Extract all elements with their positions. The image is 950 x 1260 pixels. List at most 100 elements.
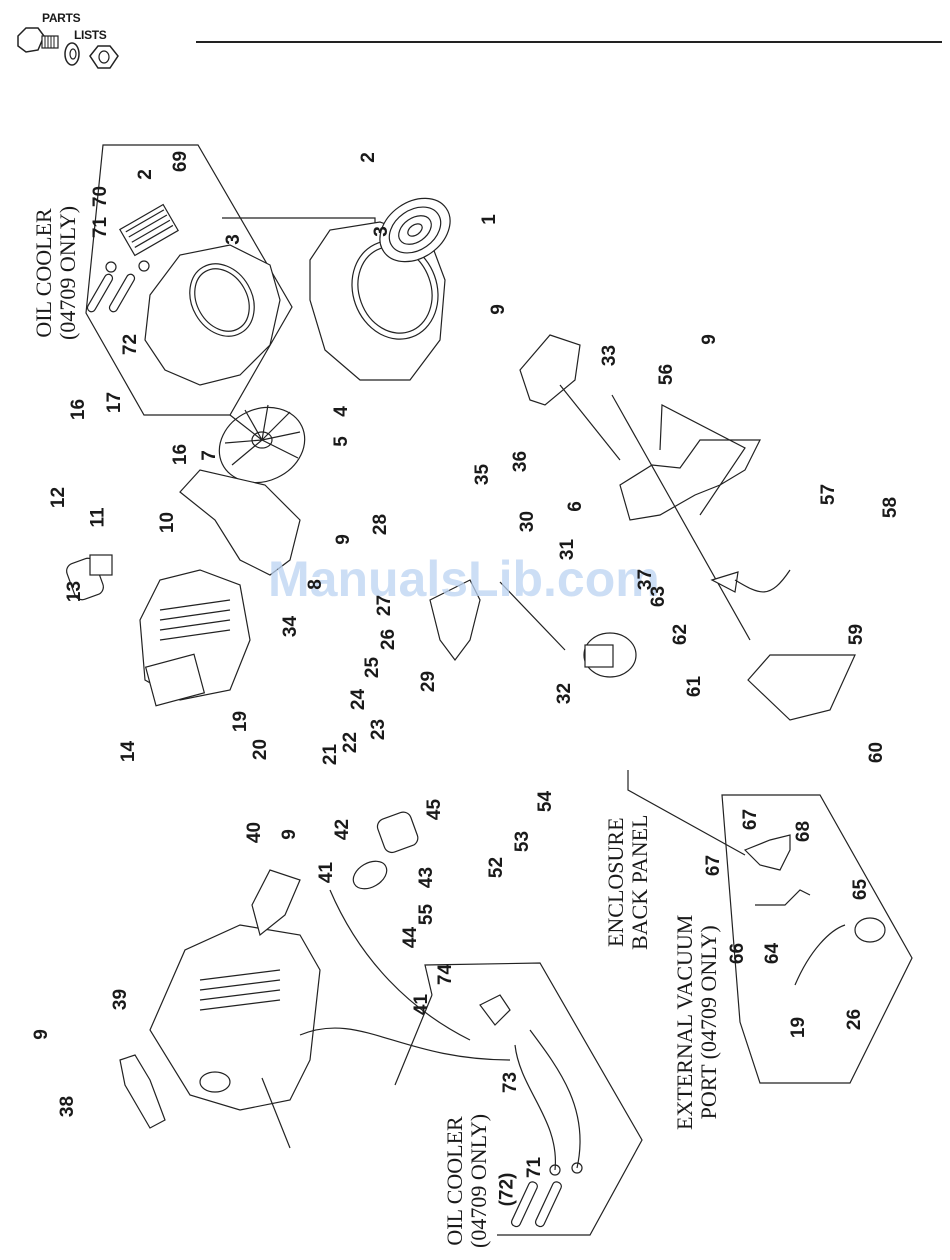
oil-line-2 [299, 1027, 511, 1061]
starter-motor-part [66, 554, 113, 601]
callout: 30 [517, 510, 539, 533]
callout: 22 [340, 731, 362, 754]
callout: 43 [416, 866, 438, 889]
callout: 27 [374, 594, 396, 617]
vacuum-port-outline [721, 794, 913, 1084]
callout: 19 [230, 710, 252, 733]
callout: 3 [370, 226, 392, 237]
callout: 70 [90, 185, 112, 208]
callout: 62 [670, 623, 692, 646]
label-oil-cooler-top: OIL COOLER (04709 ONLY) [31, 205, 80, 340]
callout: 35 [472, 463, 494, 486]
callout: 26 [844, 1008, 866, 1031]
callout: 8 [304, 579, 326, 590]
callout: 44 [400, 926, 422, 949]
callout: 56 [656, 363, 678, 386]
callout: 57 [818, 483, 840, 506]
bracket-outline [659, 404, 746, 516]
label-line: OIL COOLER [442, 1116, 467, 1246]
adapter-74-part [479, 994, 511, 1026]
callout: 41 [411, 993, 433, 1016]
engine-upper-part [139, 569, 251, 707]
callout: 29 [418, 670, 440, 693]
callout: 9 [278, 829, 300, 840]
cover-plate-part [747, 654, 856, 721]
label-line: (04709 ONLY) [466, 1113, 491, 1248]
flywheel-fan-part [218, 404, 306, 484]
callout: 32 [554, 682, 576, 705]
callout: 14 [118, 740, 140, 763]
callout: 9 [487, 304, 509, 315]
label-line: BACK PANEL [627, 814, 652, 951]
carburetor-part [583, 632, 637, 678]
callout: 33 [599, 344, 621, 367]
callout: 13 [64, 580, 86, 603]
callout: 23 [368, 718, 390, 741]
callout: 17 [104, 391, 126, 414]
throttle-plate-part [429, 579, 481, 661]
callout: 53 [512, 830, 534, 853]
callout: 65 [850, 878, 872, 901]
callout: 39 [110, 988, 132, 1011]
callout: 69 [170, 150, 192, 173]
header-rule [196, 41, 942, 43]
callout: 45 [424, 798, 446, 821]
callout: 11 [87, 507, 109, 528]
callout: 73 [500, 1071, 522, 1094]
callout: 20 [250, 738, 272, 761]
bolt-washer-nut-icon [17, 27, 119, 69]
back-panel-star [743, 834, 791, 871]
label-line: EXTERNAL VACUUM [672, 914, 697, 1130]
baffle-plate-part [179, 469, 301, 576]
oil-cooler-part [119, 203, 179, 257]
vacuum-pump-26 [854, 917, 886, 943]
callout: 41 [316, 861, 338, 884]
oil-filter-part [352, 811, 419, 890]
callout: 60 [866, 741, 888, 764]
callout: 21 [320, 743, 342, 766]
parts-lists-logo: PARTS LISTS [10, 6, 120, 76]
callout: 34 [280, 615, 302, 638]
label-external-vacuum-port: EXTERNAL VACUUM PORT (04709 ONLY) [672, 914, 721, 1130]
callout: 58 [880, 496, 902, 519]
callout: 66 [727, 942, 749, 965]
callout: 40 [244, 821, 266, 844]
bracket-38-part [119, 1054, 166, 1129]
oil-cooler-bottom-outline [424, 962, 643, 1236]
panel-bracket-part [619, 439, 761, 521]
callout: 42 [332, 818, 354, 841]
grille-part [379, 197, 451, 263]
vacuum-hose-19 [794, 924, 846, 986]
callout: (72) [496, 1172, 518, 1207]
callout: 61 [684, 675, 706, 698]
callout: 7 [198, 450, 220, 461]
callout: 59 [846, 623, 868, 646]
linkage-rod-31 [499, 581, 566, 651]
oil-line-1 [329, 889, 471, 1041]
callout: 31 [557, 538, 579, 561]
callout: 36 [510, 450, 532, 473]
callout: 64 [762, 942, 784, 965]
label-line: PORT (04709 ONLY) [696, 925, 721, 1120]
engine-lower-part [149, 924, 321, 1149]
label-oil-cooler-bottom: OIL COOLER (04709 ONLY) [442, 1113, 491, 1248]
callout: 2 [357, 152, 379, 163]
callout: 74 [435, 963, 457, 986]
callout: 28 [370, 513, 392, 536]
callout: 9 [332, 534, 354, 545]
callout: 67 [740, 808, 762, 831]
linkage-rod-33 [559, 384, 621, 461]
blower-housing-left [144, 244, 281, 386]
callout: 12 [48, 486, 70, 509]
label-line: (04709 ONLY) [55, 205, 80, 340]
callout: 55 [416, 903, 438, 926]
callout: 25 [362, 656, 384, 679]
callout: 5 [330, 436, 352, 447]
callout: 3 [222, 234, 244, 245]
label-line: OIL COOLER [31, 208, 56, 338]
control-bracket-part [519, 334, 581, 406]
logo-text-lists: LISTS [74, 28, 107, 42]
callout: 26 [378, 628, 400, 651]
callout: 19 [788, 1016, 810, 1039]
